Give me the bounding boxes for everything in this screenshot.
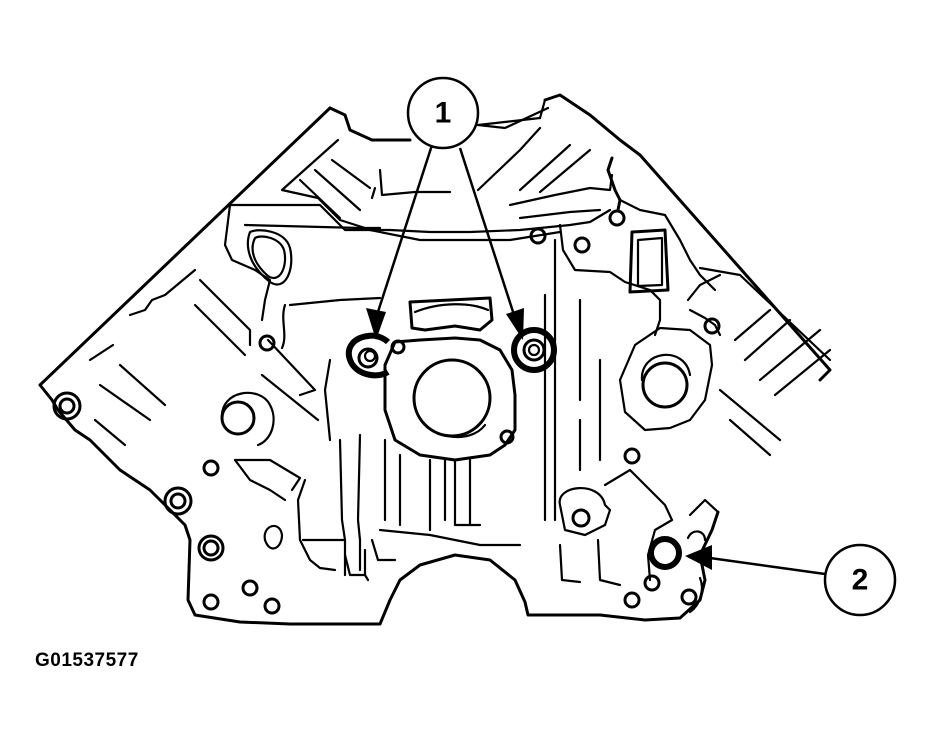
callout-2: 2: [685, 543, 897, 617]
callout-1-number: 1: [435, 97, 452, 130]
water-pump-boss: [378, 296, 522, 547]
callout-1: 1: [366, 76, 524, 340]
left-holes: [52, 334, 281, 615]
left-bank-details: [88, 138, 612, 447]
callout-2-number: 2: [852, 564, 869, 597]
callout-1-circle: [406, 76, 480, 150]
block-outline: [38, 93, 832, 626]
figure-id-label: G01537577: [35, 650, 139, 671]
right-lower: [543, 238, 720, 614]
left-lower-webs: [233, 358, 397, 582]
callout-2-circle: [823, 543, 897, 617]
right-bank-details: [476, 106, 832, 457]
